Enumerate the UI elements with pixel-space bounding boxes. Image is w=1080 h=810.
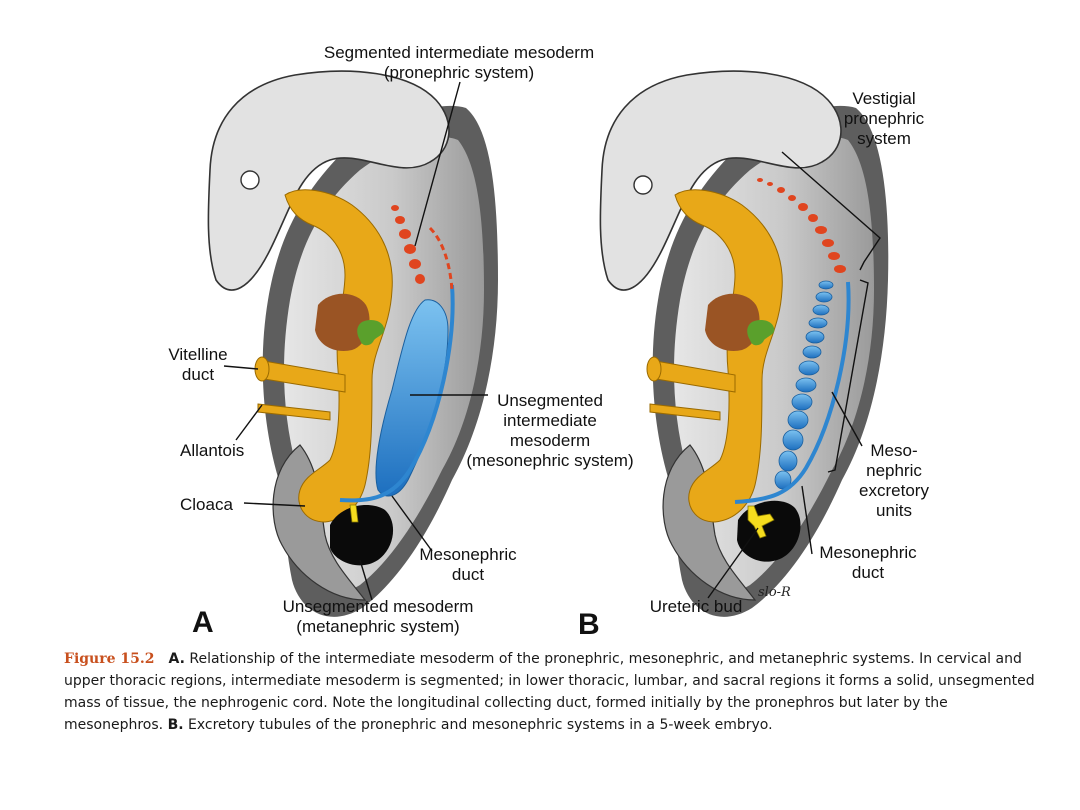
liver-a xyxy=(315,293,370,351)
eye-icon xyxy=(240,170,260,190)
pronephric-vestigial-b xyxy=(757,178,846,273)
embryo-b-head xyxy=(599,70,842,291)
embryo-a xyxy=(207,70,498,617)
mesonephric-duct-a xyxy=(339,284,455,503)
vitelline-duct-b-opening xyxy=(646,356,662,382)
figure-caption: Figure 15.2 A. Relationship of the interm… xyxy=(64,648,1036,736)
label-vitelline-l2: duct xyxy=(182,365,214,384)
label-unsegmented-mesoderm-l1: Unsegmented mesoderm xyxy=(283,597,474,616)
pronephric-segments-a xyxy=(391,205,454,291)
ureteric-bud-a xyxy=(349,504,359,523)
artist-signature: slo-R xyxy=(758,585,791,600)
panel-letter-a: A xyxy=(192,606,214,639)
mesonephric-mesoderm-a xyxy=(375,299,449,497)
bracket-mesonephric-b xyxy=(827,279,869,473)
label-mesonephric-duct-b-l1: Mesonephric xyxy=(819,543,917,562)
pancreas-bud-a xyxy=(357,320,385,346)
mesonephric-duct-b xyxy=(734,281,851,504)
caption-text-b: Excretory tubules of the pronephric and … xyxy=(188,717,773,733)
embryo-a-head xyxy=(207,70,450,291)
metanephric-mass-a xyxy=(330,505,394,566)
label-unsegmented-im-l4: (mesonephric system) xyxy=(466,451,633,470)
liver-b xyxy=(705,293,760,351)
label-mesonephric-duct-a-l2: duct xyxy=(452,565,484,584)
label-vitelline-l1: Vitelline xyxy=(168,345,227,364)
caption-marker-a: A. xyxy=(168,651,185,667)
embryo-b xyxy=(599,70,889,617)
labels-a: Segmented intermediate mesoderm (proneph… xyxy=(168,43,633,639)
label-mesonephric-duct-a-l1: Mesonephric xyxy=(419,545,517,564)
bracket-vestigial-b xyxy=(781,151,881,271)
label-unsegmented-im-l3: mesoderm xyxy=(510,431,590,450)
label-vestigial-l3: system xyxy=(857,129,911,148)
embryo-a-gut xyxy=(284,189,393,523)
figure-label: Figure 15.2 xyxy=(64,651,155,667)
embryo-b-gut xyxy=(674,189,783,523)
ureteric-bud-b xyxy=(747,505,775,539)
label-segmented-mesoderm-l2: (pronephric system) xyxy=(384,63,534,82)
label-excretory-units-l1: Meso- xyxy=(870,441,917,460)
pancreas-bud-b xyxy=(747,320,775,346)
labels-b: Vestigial pronephric system Meso- nephri… xyxy=(578,89,929,641)
label-unsegmented-im-l1: Unsegmented xyxy=(497,391,603,410)
mesonephric-units-b xyxy=(774,280,834,490)
label-vestigial-l2: pronephric xyxy=(844,109,925,128)
eye-icon xyxy=(633,175,653,195)
label-unsegmented-mesoderm-l2: (metanephric system) xyxy=(296,617,459,636)
allantois-b xyxy=(649,403,721,421)
panel-letter-b: B xyxy=(578,608,600,641)
label-cloaca: Cloaca xyxy=(180,495,233,514)
caption-marker-b: B. xyxy=(167,717,184,733)
label-mesonephric-duct-b-l2: duct xyxy=(852,563,884,582)
label-unsegmented-im-l2: intermediate xyxy=(503,411,597,430)
label-excretory-units-l3: excretory xyxy=(859,481,929,500)
leader-lines xyxy=(223,81,863,601)
label-excretory-units-l4: units xyxy=(876,501,912,520)
label-vestigial-l1: Vestigial xyxy=(852,89,915,108)
label-segmented-mesoderm-l1: Segmented intermediate mesoderm xyxy=(324,43,594,62)
caption-text-a: Relationship of the intermediate mesoder… xyxy=(64,651,1035,733)
label-excretory-units-l2: nephric xyxy=(866,461,922,480)
label-allantois: Allantois xyxy=(180,441,244,460)
label-ureteric-bud: Ureteric bud xyxy=(650,597,743,616)
